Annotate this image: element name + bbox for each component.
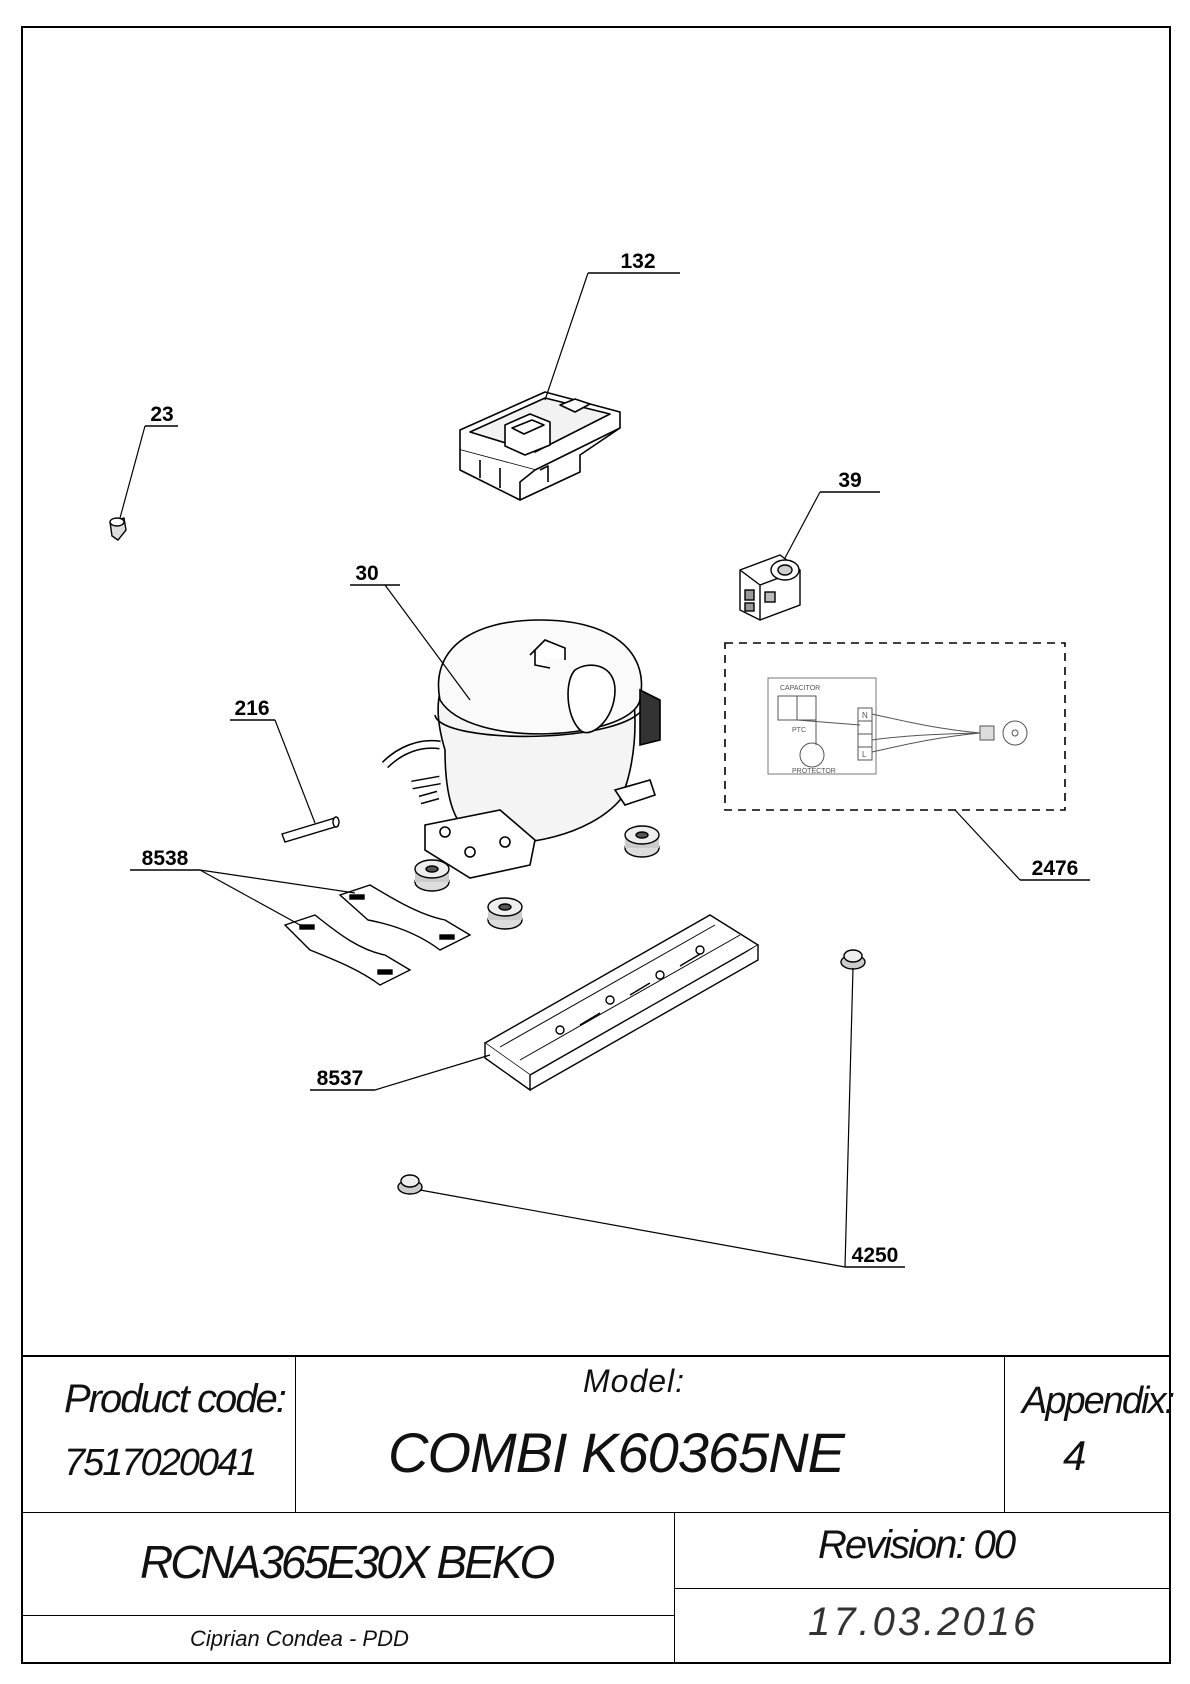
appendix-label: Appendix: — [1022, 1380, 1175, 1422]
model-label: Model: — [583, 1363, 686, 1399]
title-block-appendix-cell — [1004, 1355, 1171, 1513]
callout-8538: 8538 — [142, 847, 189, 870]
part-8538-pads — [283, 884, 472, 986]
revision: Revision: 00 — [818, 1523, 1016, 1567]
callout-132: 132 — [620, 250, 655, 273]
part-8537-base-rail — [483, 914, 760, 1092]
date: 17.03.2016 — [808, 1600, 1039, 1644]
title-block-date-cell — [674, 1588, 1171, 1664]
part-39-starter-relay — [739, 554, 801, 621]
protector-label: PROTECTOR — [792, 768, 836, 775]
callout-23: 23 — [150, 403, 173, 426]
author: Ciprian Condea - PDD — [190, 1626, 409, 1651]
product-name: RCNA365E30X BEKO — [140, 1536, 555, 1588]
callout-4250: 4250 — [852, 1244, 899, 1267]
callout-39: 39 — [838, 469, 861, 492]
part-2476-wiring-diagram: CAPACITOR PTC PROTECTOR N L — [767, 677, 1028, 775]
callout-8537: 8537 — [317, 1067, 364, 1090]
terminal-n-label: N — [862, 711, 868, 720]
callout-2476: 2476 — [1032, 857, 1079, 880]
callout-30: 30 — [355, 562, 378, 585]
part-216-pin — [281, 816, 340, 843]
callout-216: 216 — [234, 697, 269, 720]
capacitor-label: CAPACITOR — [780, 685, 820, 692]
part-4250-grommets — [397, 949, 866, 1195]
rubber-feet — [414, 825, 660, 930]
product-code-label: Product code: — [64, 1377, 287, 1421]
part-2476-boundary — [724, 642, 1066, 811]
part-132-cover — [459, 391, 621, 501]
ptc-label: PTC — [792, 727, 806, 734]
product-code-value: 7517020041 — [64, 1442, 257, 1484]
model-value: COMBI K60365NE — [388, 1421, 845, 1484]
part-23-grommet — [109, 517, 127, 541]
terminal-l-label: L — [862, 750, 867, 759]
appendix-value: 4 — [1063, 1432, 1087, 1479]
drawing-frame — [21, 26, 1171, 1664]
part-30-compressor — [381, 619, 661, 879]
